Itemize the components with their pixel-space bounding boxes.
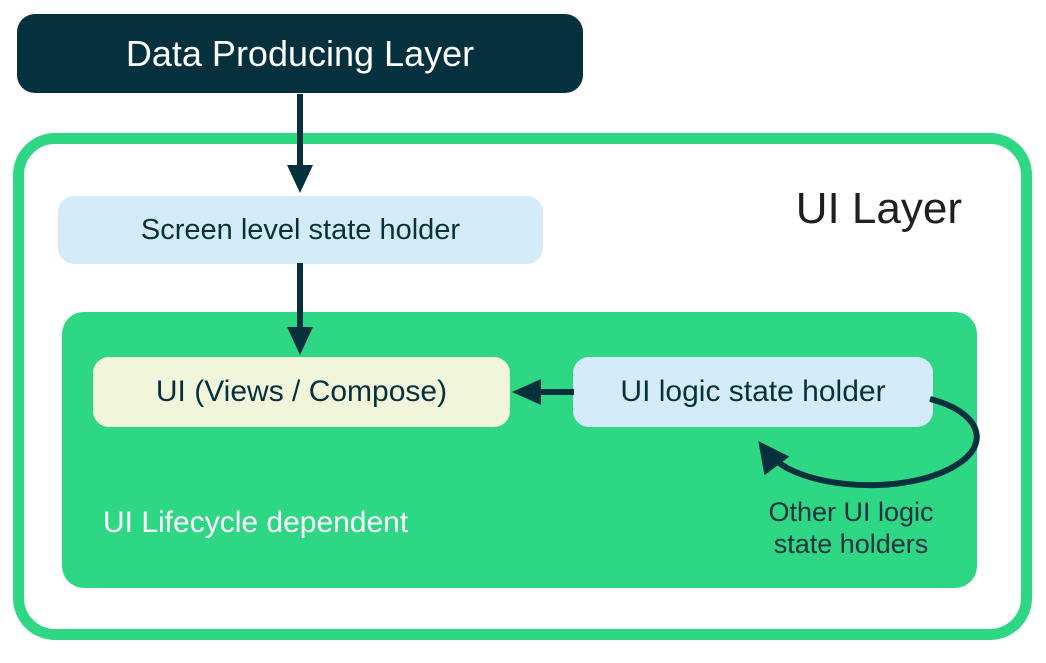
node-ui-logic-state-holder-label: UI logic state holder — [620, 375, 886, 408]
node-ui-views-compose: UI (Views / Compose) — [93, 357, 510, 427]
node-ui-logic-state-holder: UI logic state holder — [573, 357, 933, 427]
other-ui-logic-state-holders-label: Other UI logic state holders — [726, 497, 976, 561]
node-screen-level-state-holder: Screen level state holder — [58, 196, 543, 264]
ui-lifecycle-dependent-label: UI Lifecycle dependent — [103, 506, 409, 539]
ui-layer-title: UI Layer — [795, 184, 962, 233]
node-ui-views-compose-label: UI (Views / Compose) — [155, 375, 448, 408]
node-data-producing-layer: Data Producing Layer — [17, 14, 583, 93]
other-ui-logic-line2: state holders — [773, 528, 929, 559]
node-data-producing-layer-label: Data Producing Layer — [125, 32, 475, 74]
other-ui-logic-line1: Other UI logic — [768, 497, 934, 527]
node-screen-level-state-holder-label: Screen level state holder — [140, 213, 461, 246]
